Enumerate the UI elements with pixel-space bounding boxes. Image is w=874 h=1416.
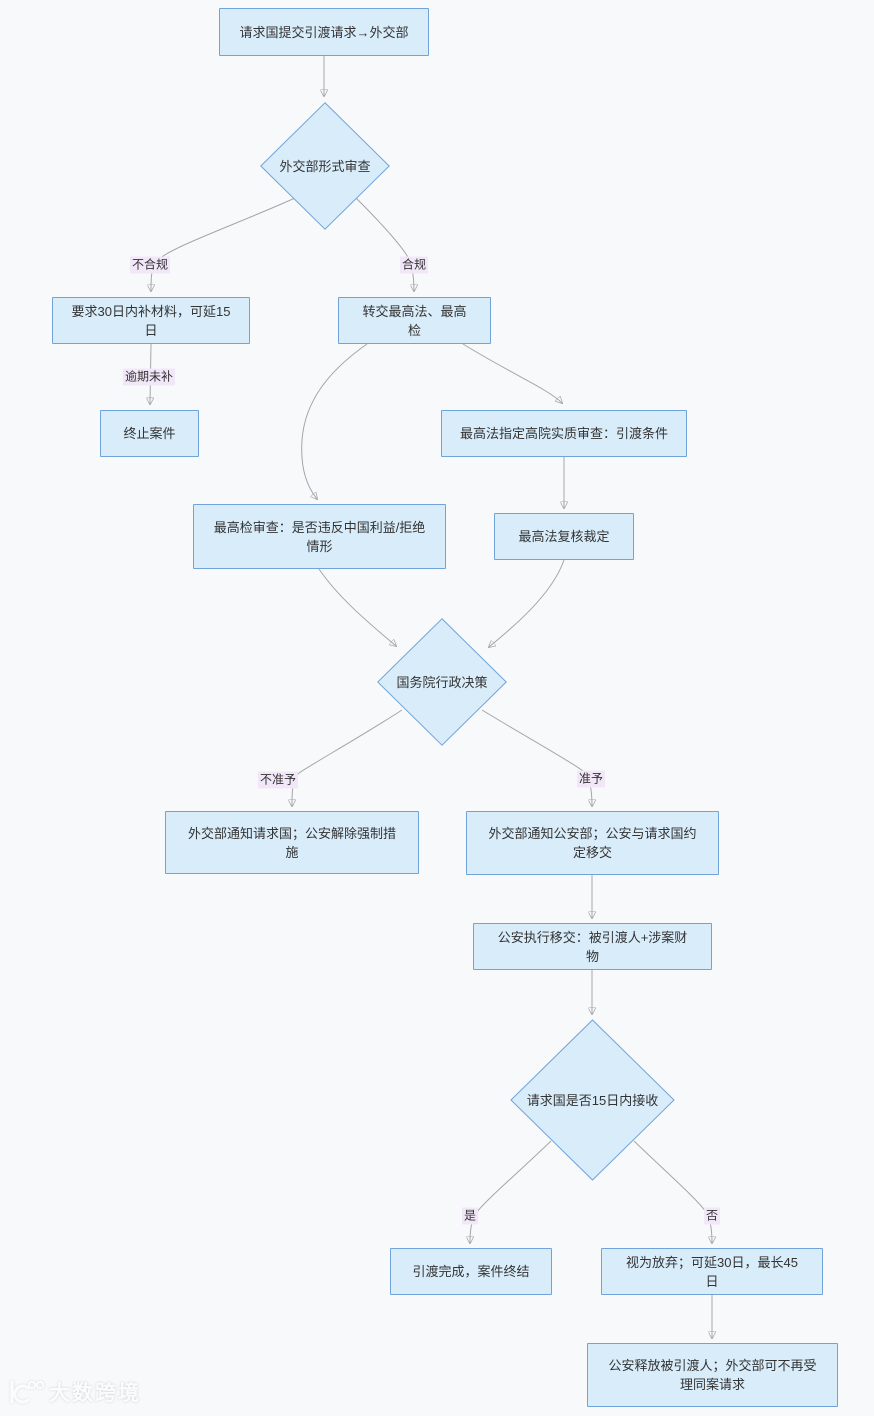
node-label: 引渡完成，案件终结 [412,1264,530,1279]
flow-node-mfa-formal-review: 外交部形式审查 [260,102,390,230]
node-label: 公安执行移交：被引渡人+涉案财物 [497,929,688,964]
flow-edge-e-f [462,343,562,403]
edge-label-no: 否 [703,1207,721,1225]
flow-edge-g-i [318,568,396,646]
flow-node-high-court-review: 最高法指定高院实质审查：引渡条件 [441,410,687,457]
edge-label-noncompliant: 不合规 [129,256,171,274]
flow-node-execute-transfer: 公安执行移交：被引渡人+涉案财物 [473,923,712,970]
flow-node-forward-courts: 转交最高法、最高检 [338,297,491,344]
edge-label-not-granted: 不准予 [257,771,299,789]
flow-edge-i-j [292,709,403,806]
flow-edge-e-g [301,343,368,499]
flow-node-procuratorate-review: 最高检审查：是否违反中国利益/拒绝情形 [193,504,446,569]
diamond-shape-icon [510,1019,675,1181]
flow-node-extradition-complete: 引渡完成，案件终结 [390,1248,552,1295]
flow-edge-m-n [470,1140,552,1243]
flow-node-state-council-decision: 国务院行政决策 [377,618,507,746]
edge-label-granted: 准予 [576,770,606,788]
node-label: 转交最高法、最高检 [362,303,467,338]
node-label: 最高法复核裁定 [518,529,610,544]
node-label: 外交部通知请求国；公安解除强制措施 [187,825,396,860]
watermark-text: 大数跨境 [49,1382,141,1405]
edge-label-compliant: 合规 [399,256,429,274]
flow-node-notify-public-security: 外交部通知公安部；公安与请求国约定移交 [466,811,719,875]
watermark-logo-icon [10,1380,44,1404]
flow-edge-h-i [489,559,565,647]
node-label: 视为放弃；可延30日，最长45日 [626,1254,798,1289]
node-label: 外交部通知公安部；公安与请求国约定移交 [488,826,697,860]
flow-node-notify-requesting-country: 外交部通知请求国；公安解除强制措施 [165,811,419,874]
diamond-shape-icon [260,102,390,230]
node-label: 外交部形式审查 [279,158,371,174]
node-label: 最高法指定高院实质审查：引渡条件 [460,426,669,441]
node-label: 最高检审查：是否违反中国利益/拒绝情形 [213,519,426,554]
node-label: 请求国是否15日内接收 [526,1092,659,1108]
flow-node-supplement-materials: 要求30日内补材料，可延15日 [52,297,250,344]
flow-node-terminate-case: 终止案件 [100,410,199,457]
edge-label-yes: 是 [461,1207,479,1225]
node-label: 请求国提交引渡请求→外交部 [239,24,409,40]
node-label: 公安释放被引渡人；外交部可不再受理同案请求 [608,1358,817,1392]
node-label: 国务院行政决策 [396,674,488,690]
flow-node-deemed-abandoned: 视为放弃；可延30日，最长45日 [601,1248,823,1295]
diamond-shape-icon [377,618,507,746]
flow-edge-b-e [355,197,414,291]
flow-node-release-person: 公安释放被引渡人；外交部可不再受理同案请求 [587,1343,838,1407]
edge-label-overdue: 逾期未补 [122,368,176,386]
watermark: 大数跨境 [8,1376,141,1408]
flow-node-receive-within-15-days: 请求国是否15日内接收 [510,1019,675,1181]
flow-node-supreme-court-ruling: 最高法复核裁定 [494,513,634,560]
flow-node-submit-request: 请求国提交引渡请求→外交部 [219,8,429,56]
flow-edge-i-k [481,709,592,806]
flow-edge-b-c [151,197,296,291]
node-label: 终止案件 [123,426,176,441]
node-label: 要求30日内补材料，可延15日 [71,303,231,338]
